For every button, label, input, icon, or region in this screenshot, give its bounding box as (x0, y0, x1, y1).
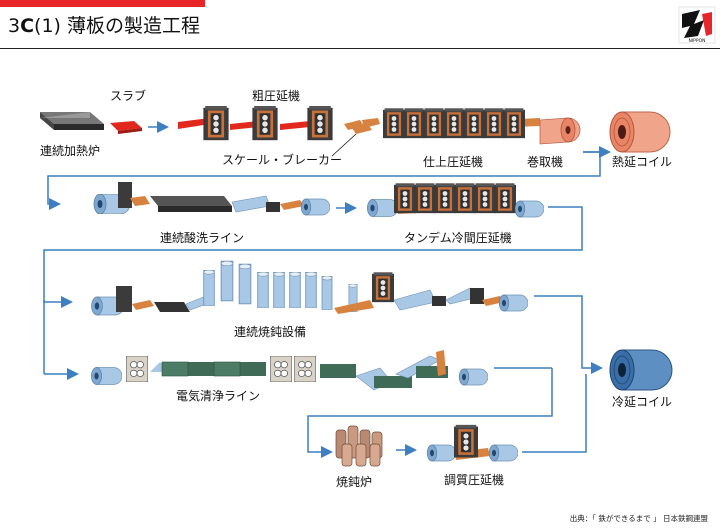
pickling-line-label: 連続酸洗ライン (160, 230, 244, 245)
temper-mill (426, 424, 518, 462)
title-divider (0, 48, 720, 49)
coiler-label: 巻取機 (527, 154, 563, 169)
logo: NIPPON (678, 6, 716, 44)
cleaning-line (90, 350, 488, 391)
logo-text: NIPPON (688, 38, 705, 44)
annealing-line (91, 260, 528, 316)
source-note: 出典：「 鉄ができるまで 」 日本鉄鋼連盟 (569, 514, 708, 523)
slab-label: スラブ (110, 88, 146, 103)
tandem-mill (366, 182, 544, 218)
finish-mill (383, 107, 540, 139)
coiler (539, 117, 581, 145)
temper-mill-label: 調質圧延機 (444, 472, 504, 487)
flow-arrow (534, 295, 603, 374)
rough-mill-label: 粗圧延機 (252, 88, 300, 103)
pickling-line (93, 182, 330, 216)
annealing-line-label: 連続焼鈍設備 (234, 324, 306, 339)
reheat-furnace (40, 112, 104, 130)
rough-mill (178, 106, 333, 141)
cold-coil-label: 冷延コイル (612, 395, 672, 409)
flow-arrow (43, 206, 583, 308)
cold-coil (609, 349, 673, 391)
scale-breaker-label: スケール・ブレーカー (222, 152, 342, 167)
scale-breaker (344, 118, 380, 134)
callout-line (331, 133, 357, 157)
flow-connector (522, 374, 587, 453)
cleaning-line-label: 電気清浄ライン (176, 388, 260, 403)
reheat-furnace-label: 連続加熱炉 (40, 144, 100, 158)
flow-arrow (307, 368, 553, 458)
hot-coil-label: 熱延コイル (612, 155, 672, 169)
hot-coil (609, 111, 671, 153)
slab (110, 121, 142, 134)
page-title: 3C(1) 薄板の製造工程 (8, 15, 201, 37)
finish-mill-label: 仕上圧延機 (423, 154, 483, 169)
tandem-mill-label: タンデム冷間圧延機 (404, 230, 512, 245)
batch-furnace (335, 425, 383, 467)
title-accent-bar (0, 0, 205, 7)
batch-furnace-label: 焼鈍炉 (336, 474, 372, 489)
